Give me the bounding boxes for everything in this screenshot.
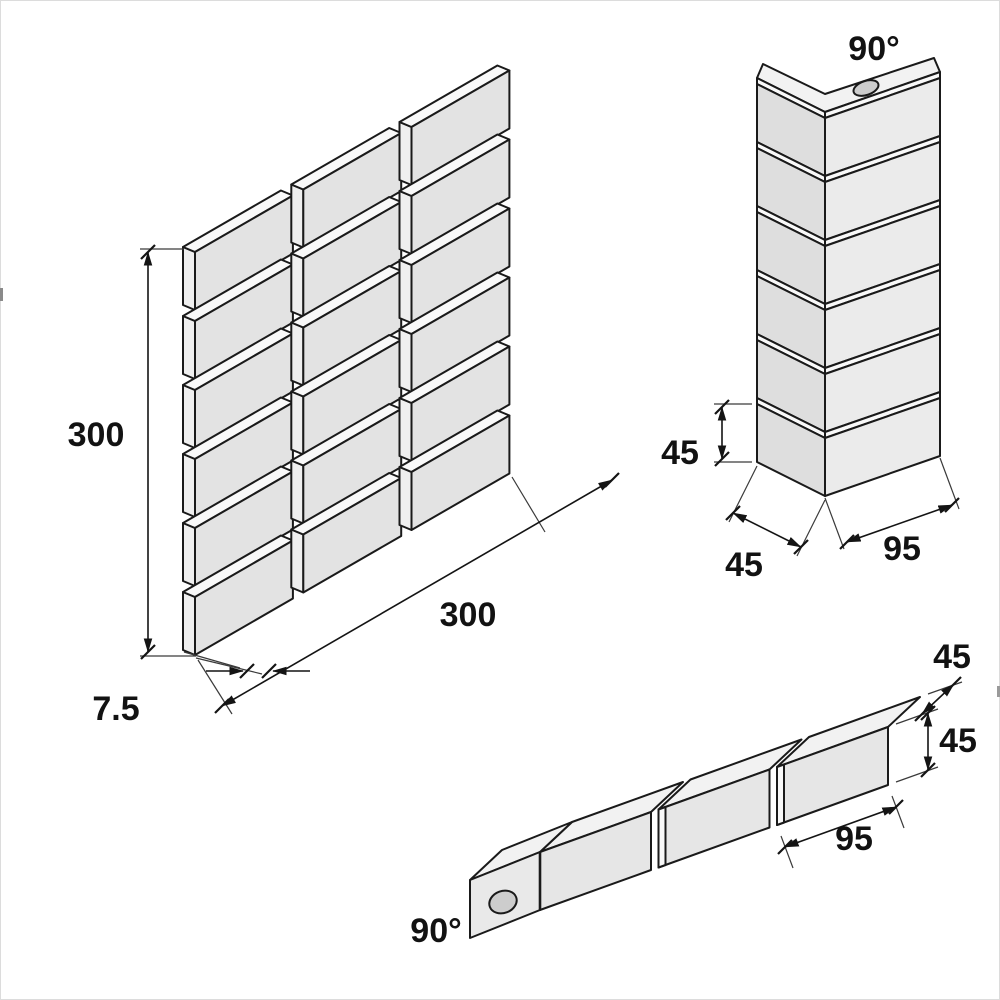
stack-leg-long-label: 95	[883, 530, 921, 568]
flat-width-label: 300	[440, 596, 497, 634]
row-depth-label: 45	[933, 638, 971, 676]
row-angle-label: 90°	[410, 912, 461, 950]
flat-sheet-view: 300 300 7.5	[68, 64, 620, 728]
stack-angle-label: 90°	[848, 30, 899, 68]
dim-stack-leg-long: 95	[824, 457, 960, 568]
extrusion-hole	[852, 79, 880, 97]
joint-chamfer	[776, 763, 785, 826]
scan-artifact	[0, 288, 3, 301]
dim-flat-thickness: 7.5	[92, 651, 310, 728]
corner-row-view: 90° 45 45 95	[410, 638, 977, 950]
flat-thickness-label: 7.5	[92, 690, 139, 728]
dim-flat-width: 300	[197, 472, 620, 715]
stack-height-label: 45	[661, 434, 699, 472]
dim-row-length: 95	[777, 795, 905, 869]
dim-row-height: 45	[895, 705, 977, 783]
joint-chamfer	[657, 806, 667, 869]
flat-height-label: 300	[68, 416, 125, 454]
row-height-label: 45	[939, 722, 977, 760]
corner-column-view: 90° 45 45 95	[661, 30, 960, 584]
dim-stack-leg-short: 45	[725, 465, 826, 584]
scan-artifact	[997, 686, 1000, 697]
dim-row-depth: 45	[895, 638, 971, 725]
extrusion-hole	[488, 889, 518, 915]
dim-flat-height: 300	[68, 244, 196, 660]
stack-leg-short-label: 45	[725, 546, 763, 584]
dim-stack-height: 45	[661, 399, 752, 472]
row-length-label: 95	[835, 820, 873, 858]
